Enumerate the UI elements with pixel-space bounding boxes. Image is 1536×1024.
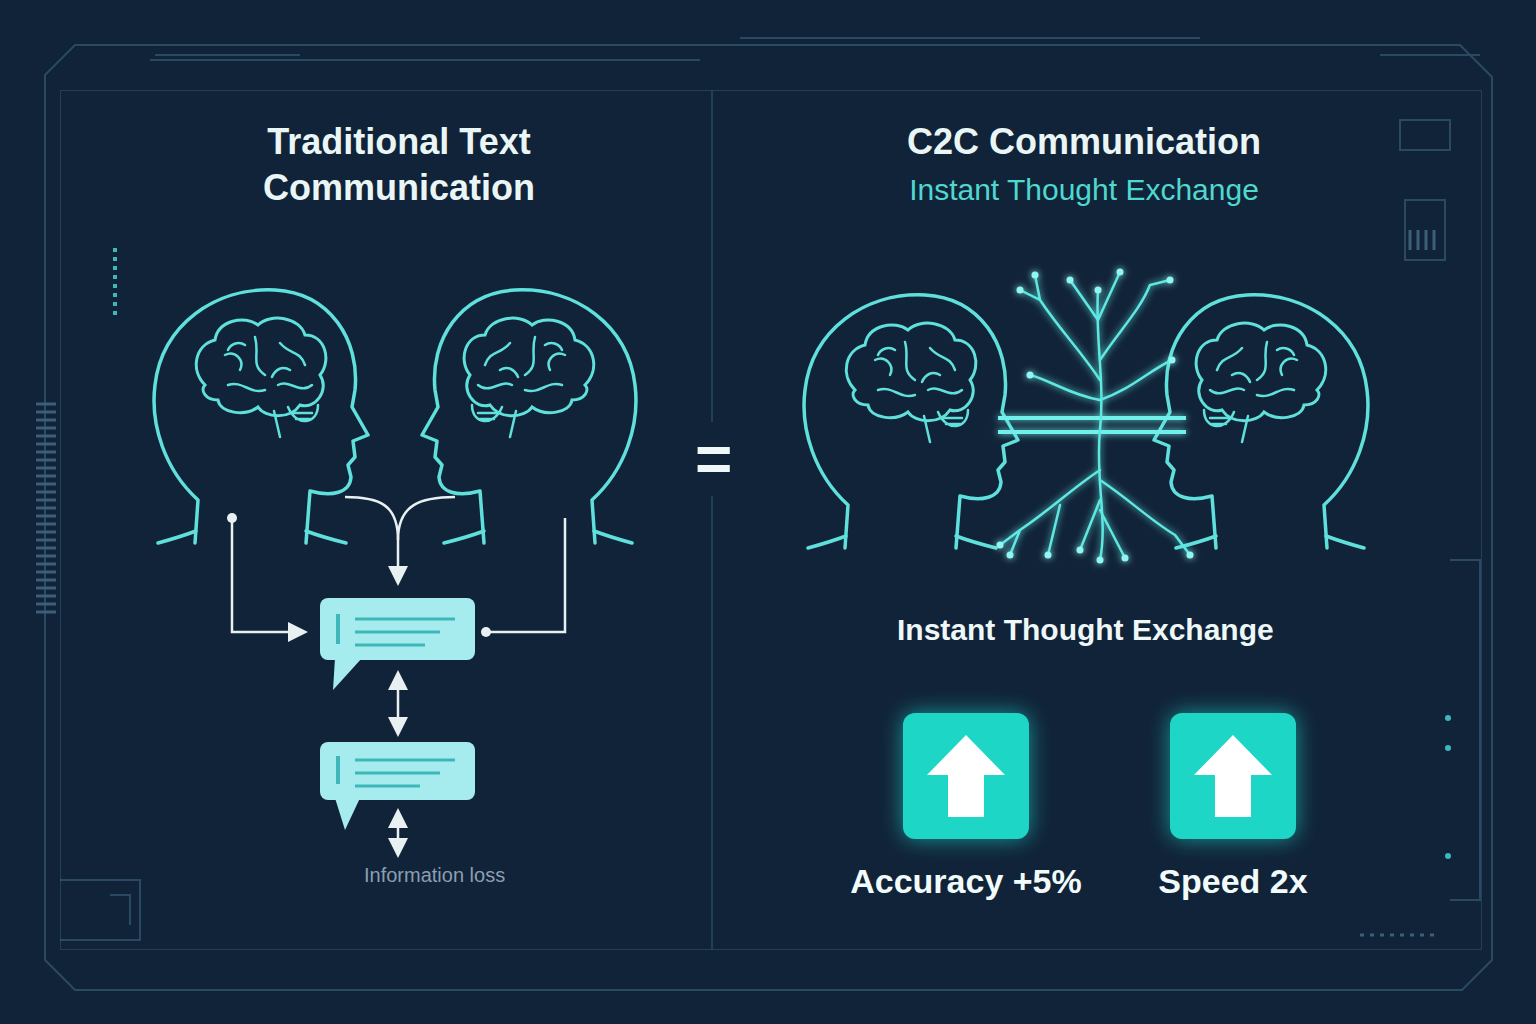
caption-label: Instant Thought Exchange xyxy=(897,612,1274,647)
head-left-a xyxy=(154,290,368,543)
left-heads xyxy=(154,290,636,543)
head-right-b xyxy=(1154,295,1368,548)
frame-dots-part xyxy=(113,311,117,315)
note-label: Information loss xyxy=(364,864,505,887)
thought-link-part-part xyxy=(1169,357,1176,364)
thought-link-part-part xyxy=(1027,372,1034,379)
metric-label-row: Accuracy +5% xyxy=(844,839,1088,901)
thought-link-part-part xyxy=(1007,552,1014,559)
frame-dots-part xyxy=(1445,853,1451,859)
frame-part xyxy=(1450,560,1480,900)
frame-stripes-part xyxy=(1410,230,1434,250)
right-heads xyxy=(804,295,1368,548)
text-exchange-wires-part xyxy=(398,497,455,540)
frame-part xyxy=(60,880,140,940)
frame-part xyxy=(45,45,1492,990)
text-exchange-wires-part xyxy=(345,497,398,582)
thought-link-part-part xyxy=(1167,277,1174,284)
wire-dots-part xyxy=(481,627,491,637)
thought-link-part-part xyxy=(1122,555,1129,562)
frame-stripes xyxy=(36,230,1434,935)
panel-subtitle: Instant Thought Exchange xyxy=(764,171,1404,209)
panel-title: Traditional Text Communication xyxy=(199,119,599,211)
frame-dots-part xyxy=(113,248,117,252)
frame-dots-part xyxy=(113,275,117,279)
up-arrow xyxy=(1194,735,1272,817)
metric-label-row: Speed 2x xyxy=(1152,839,1314,901)
equals-sign: = xyxy=(689,422,738,496)
text-exchange-wires-part xyxy=(397,674,400,733)
wire-dots-part xyxy=(227,513,237,523)
frame-stripes-part xyxy=(36,404,56,612)
head-left-b xyxy=(422,290,636,543)
thought-link-part-part xyxy=(1097,557,1104,564)
thought-link-part-part xyxy=(1117,269,1124,276)
chat-bubbles-part xyxy=(336,614,340,644)
text-exchange-wires-part xyxy=(490,518,565,632)
thought-link-part-part xyxy=(1095,287,1102,294)
frame-dots-part xyxy=(113,302,117,306)
chat-bubbles-part xyxy=(335,798,360,830)
thought-link-part-part xyxy=(1048,500,1125,558)
frame-dots-part xyxy=(113,293,117,297)
up-arrow-icon xyxy=(1170,713,1296,839)
thought-link-part-part xyxy=(1020,275,1100,380)
frame-dots-part xyxy=(113,257,117,261)
frame-dots-part xyxy=(113,284,117,288)
thought-link-part-part xyxy=(1097,290,1102,560)
chat-bubbles-part xyxy=(320,742,475,800)
thought-link-part-part xyxy=(1030,360,1172,400)
metric-label: Speed 2x xyxy=(1158,861,1307,901)
frame-dots xyxy=(113,248,1451,859)
thought-link-part xyxy=(1000,272,1190,560)
frame xyxy=(45,38,1492,990)
text-exchange-wires-part xyxy=(397,812,400,854)
thought-link-part xyxy=(998,430,1186,434)
thought-link-part-part xyxy=(1100,480,1190,555)
head-right-a xyxy=(804,295,1018,548)
thought-link xyxy=(997,269,1194,564)
up-arrow xyxy=(927,735,1005,817)
frame-part xyxy=(150,38,1480,260)
chat-bubbles-part xyxy=(355,619,455,645)
chat-bubbles-part xyxy=(320,598,475,660)
thought-link-part xyxy=(998,416,1186,420)
metric-icon xyxy=(903,713,1029,839)
chat-bubbles-part xyxy=(355,760,455,786)
text-exchange-wires-part xyxy=(232,518,304,632)
frame-stripes-part xyxy=(1360,934,1434,937)
metric-icon xyxy=(1170,713,1296,839)
thought-link-part-part xyxy=(1187,552,1194,559)
thought-link-part xyxy=(997,269,1194,564)
panel-title: C2C Communication xyxy=(764,119,1404,165)
frame-dots-part xyxy=(113,266,117,270)
chat-bubbles xyxy=(320,598,475,830)
metric-tile: Speed 2x xyxy=(1152,713,1314,901)
metric-tile: Accuracy +5% xyxy=(844,713,1088,901)
frame-dots-part xyxy=(1445,715,1451,721)
panel-region: Traditional Text Communication xyxy=(60,90,712,950)
thought-link-part-part xyxy=(1077,547,1084,554)
thought-link-part-part xyxy=(1045,552,1052,559)
thought-link-part-part xyxy=(1032,272,1039,279)
thought-link-part-part xyxy=(997,542,1004,549)
thought-link-part-part xyxy=(1017,287,1024,294)
chat-bubbles-part xyxy=(336,756,340,784)
frame-dots-part xyxy=(1445,745,1451,751)
text-exchange-wires xyxy=(232,497,565,854)
metric-label: Accuracy +5% xyxy=(850,861,1082,901)
thought-link-part-part xyxy=(1070,272,1120,320)
chat-bubbles-part xyxy=(333,658,362,690)
panel-region: C2C CommunicationInstant Thought Exchang… xyxy=(712,90,1482,950)
thought-link-part-part xyxy=(1067,277,1074,284)
up-arrow-icon xyxy=(903,713,1029,839)
